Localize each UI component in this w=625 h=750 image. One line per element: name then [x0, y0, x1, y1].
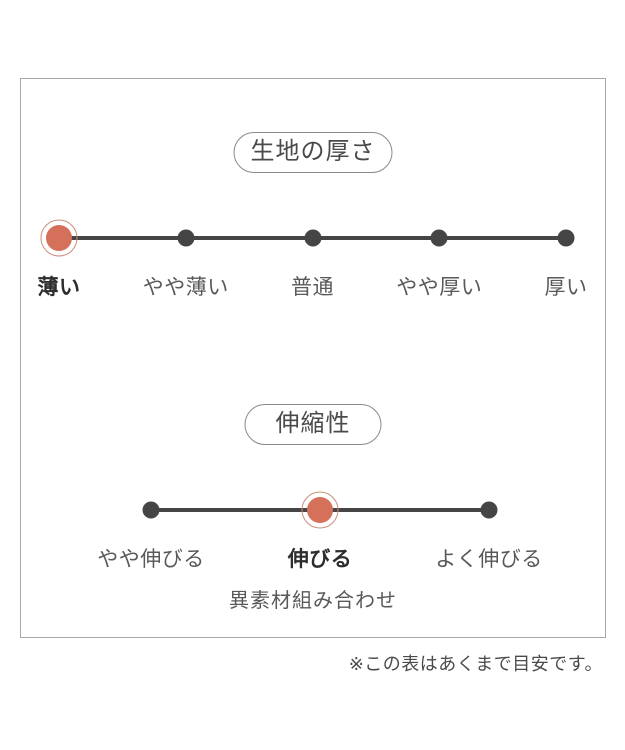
stretch-annotation: 異素材組み合わせ: [229, 590, 397, 612]
scale-label: やや薄い: [142, 276, 229, 299]
scale-dot: [177, 229, 195, 247]
selected-dot-ring: [40, 219, 78, 257]
scale-dot: [557, 229, 575, 247]
scale-dot: [430, 229, 448, 247]
thickness-title-pill: 生地の厚さ: [233, 132, 393, 173]
scale-label: 伸びる: [287, 548, 353, 571]
scale-dot-selected: [46, 225, 72, 251]
scale-label: やや厚い: [396, 276, 483, 299]
scale-dot-selected: [307, 497, 333, 523]
scale-label: やや伸びる: [97, 548, 205, 571]
stretch-title-pill: 伸縮性: [244, 404, 382, 445]
scale-label: 普通: [291, 276, 334, 299]
scale-dot: [480, 501, 498, 519]
product-spec-panel: 生地の厚さ 薄い やや薄い 普通 やや厚い 厚い 伸縮性 やや伸びる 伸びる よく伸びる 異…: [20, 78, 606, 638]
scale-dot: [304, 229, 321, 247]
scale-label: 薄い: [37, 276, 81, 299]
selected-dot-ring: [301, 491, 339, 529]
scale-dot: [142, 501, 160, 519]
scale-label: 厚い: [544, 276, 588, 299]
disclaimer-note: ※この表はあくまで目安です。: [348, 654, 603, 674]
scale-label: よく伸びる: [435, 548, 543, 571]
